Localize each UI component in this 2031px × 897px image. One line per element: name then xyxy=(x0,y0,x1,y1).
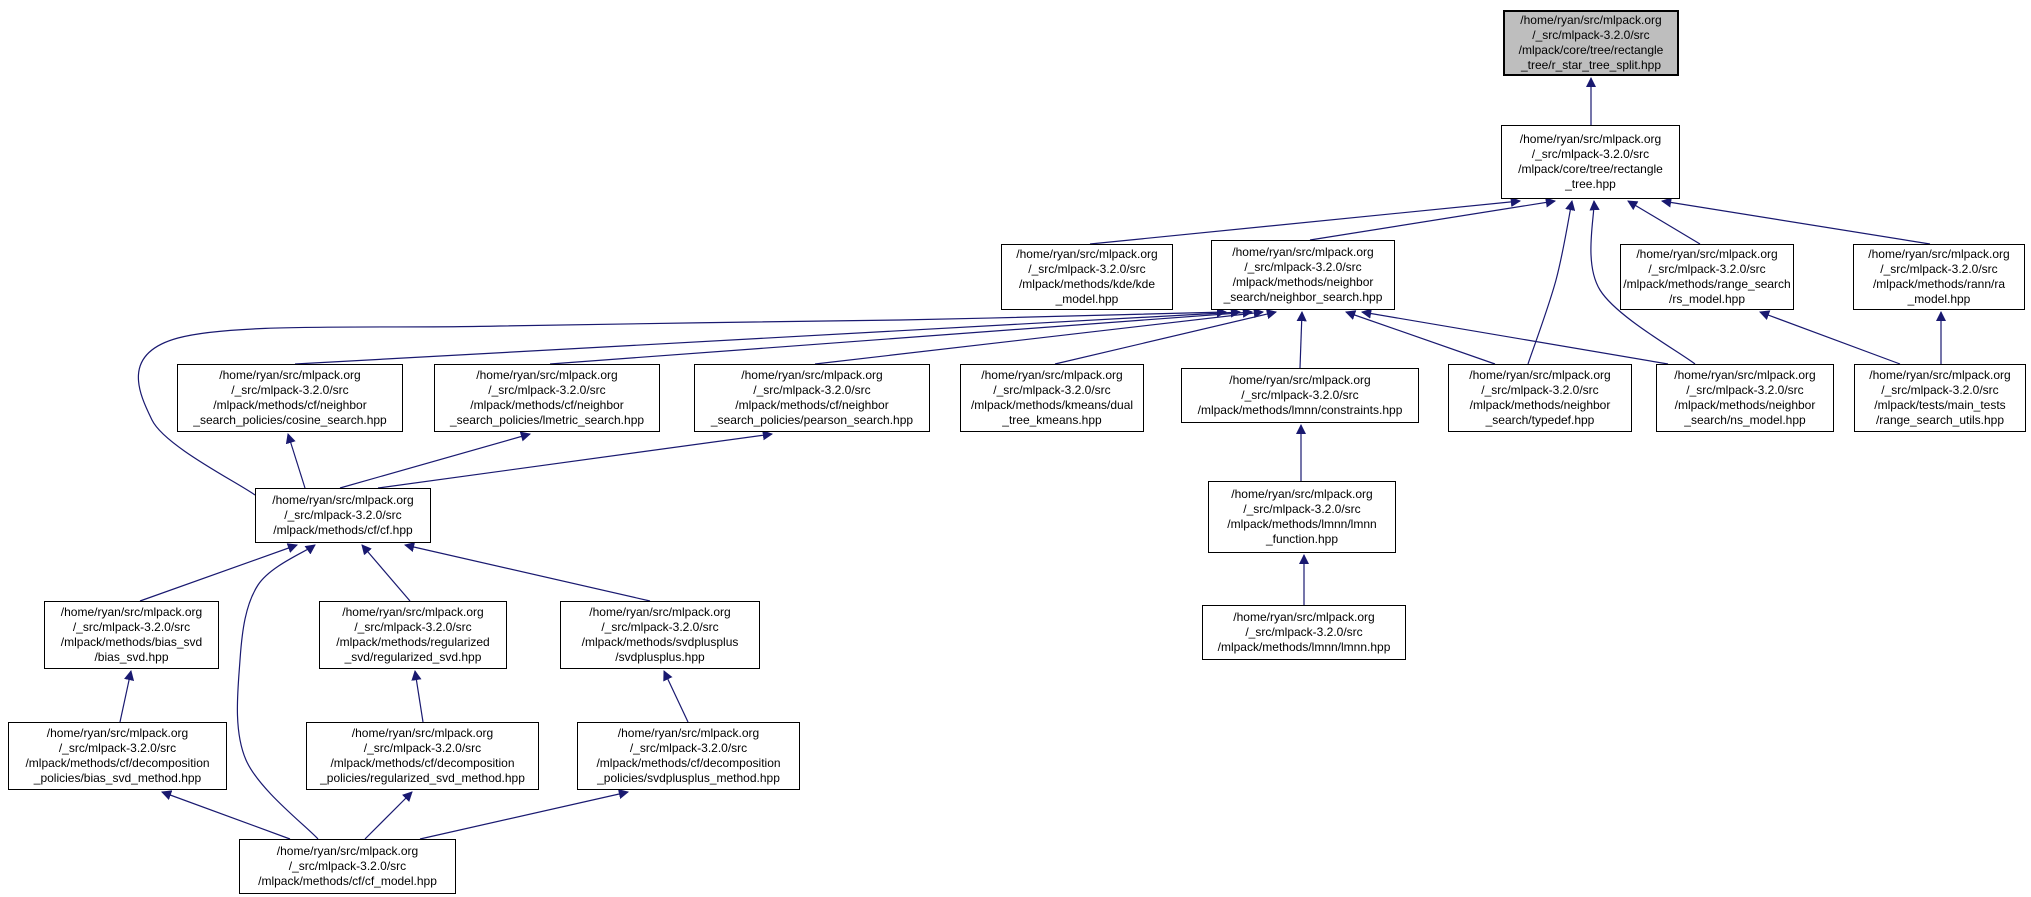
graph-node-cf_model[interactable]: /home/ryan/src/mlpack.org /_src/mlpack-3… xyxy=(239,839,456,894)
graph-node-kde_model[interactable]: /home/ryan/src/mlpack.org /_src/mlpack-3… xyxy=(1001,244,1173,310)
graph-node-constraints[interactable]: /home/ryan/src/mlpack.org /_src/mlpack-3… xyxy=(1181,368,1419,423)
graph-node-range_search_utils[interactable]: /home/ryan/src/mlpack.org /_src/mlpack-3… xyxy=(1854,364,2026,432)
graph-node-ns_model[interactable]: /home/ryan/src/mlpack.org /_src/mlpack-3… xyxy=(1656,364,1834,432)
graph-node-rs_model[interactable]: /home/ryan/src/mlpack.org /_src/mlpack-3… xyxy=(1620,244,1794,310)
graph-node-lmetric_search[interactable]: /home/ryan/src/mlpack.org /_src/mlpack-3… xyxy=(434,364,660,432)
graph-node-svdplusplus[interactable]: /home/ryan/src/mlpack.org /_src/mlpack-3… xyxy=(560,601,760,669)
graph-node-rectangle_tree[interactable]: /home/ryan/src/mlpack.org /_src/mlpack-3… xyxy=(1501,125,1680,199)
graph-node-lmnn_function[interactable]: /home/ryan/src/mlpack.org /_src/mlpack-3… xyxy=(1208,481,1396,553)
graph-node-ra_model[interactable]: /home/ryan/src/mlpack.org /_src/mlpack-3… xyxy=(1853,244,2025,310)
graph-node-regularized_svd[interactable]: /home/ryan/src/mlpack.org /_src/mlpack-3… xyxy=(319,601,507,669)
graph-node-typedef[interactable]: /home/ryan/src/mlpack.org /_src/mlpack-3… xyxy=(1448,364,1632,432)
graph-node-cosine_search[interactable]: /home/ryan/src/mlpack.org /_src/mlpack-3… xyxy=(177,364,403,432)
graph-node-bias_svd[interactable]: /home/ryan/src/mlpack.org /_src/mlpack-3… xyxy=(44,601,219,669)
graph-node-neighbor_search[interactable]: /home/ryan/src/mlpack.org /_src/mlpack-3… xyxy=(1211,240,1395,310)
graph-node-pearson_search[interactable]: /home/ryan/src/mlpack.org /_src/mlpack-3… xyxy=(694,364,930,432)
graph-node-bias_svd_method[interactable]: /home/ryan/src/mlpack.org /_src/mlpack-3… xyxy=(8,722,227,790)
graph-node-svdplusplus_method[interactable]: /home/ryan/src/mlpack.org /_src/mlpack-3… xyxy=(577,722,800,790)
graph-node-cf[interactable]: /home/ryan/src/mlpack.org /_src/mlpack-3… xyxy=(255,488,431,543)
graph-node-lmnn[interactable]: /home/ryan/src/mlpack.org /_src/mlpack-3… xyxy=(1202,605,1406,660)
graph-node-r_star_tree_split: /home/ryan/src/mlpack.org /_src/mlpack-3… xyxy=(1503,10,1679,76)
graph-node-regularized_svd_method[interactable]: /home/ryan/src/mlpack.org /_src/mlpack-3… xyxy=(306,722,539,790)
graph-node-dual_tree_kmeans[interactable]: /home/ryan/src/mlpack.org /_src/mlpack-3… xyxy=(960,364,1144,432)
